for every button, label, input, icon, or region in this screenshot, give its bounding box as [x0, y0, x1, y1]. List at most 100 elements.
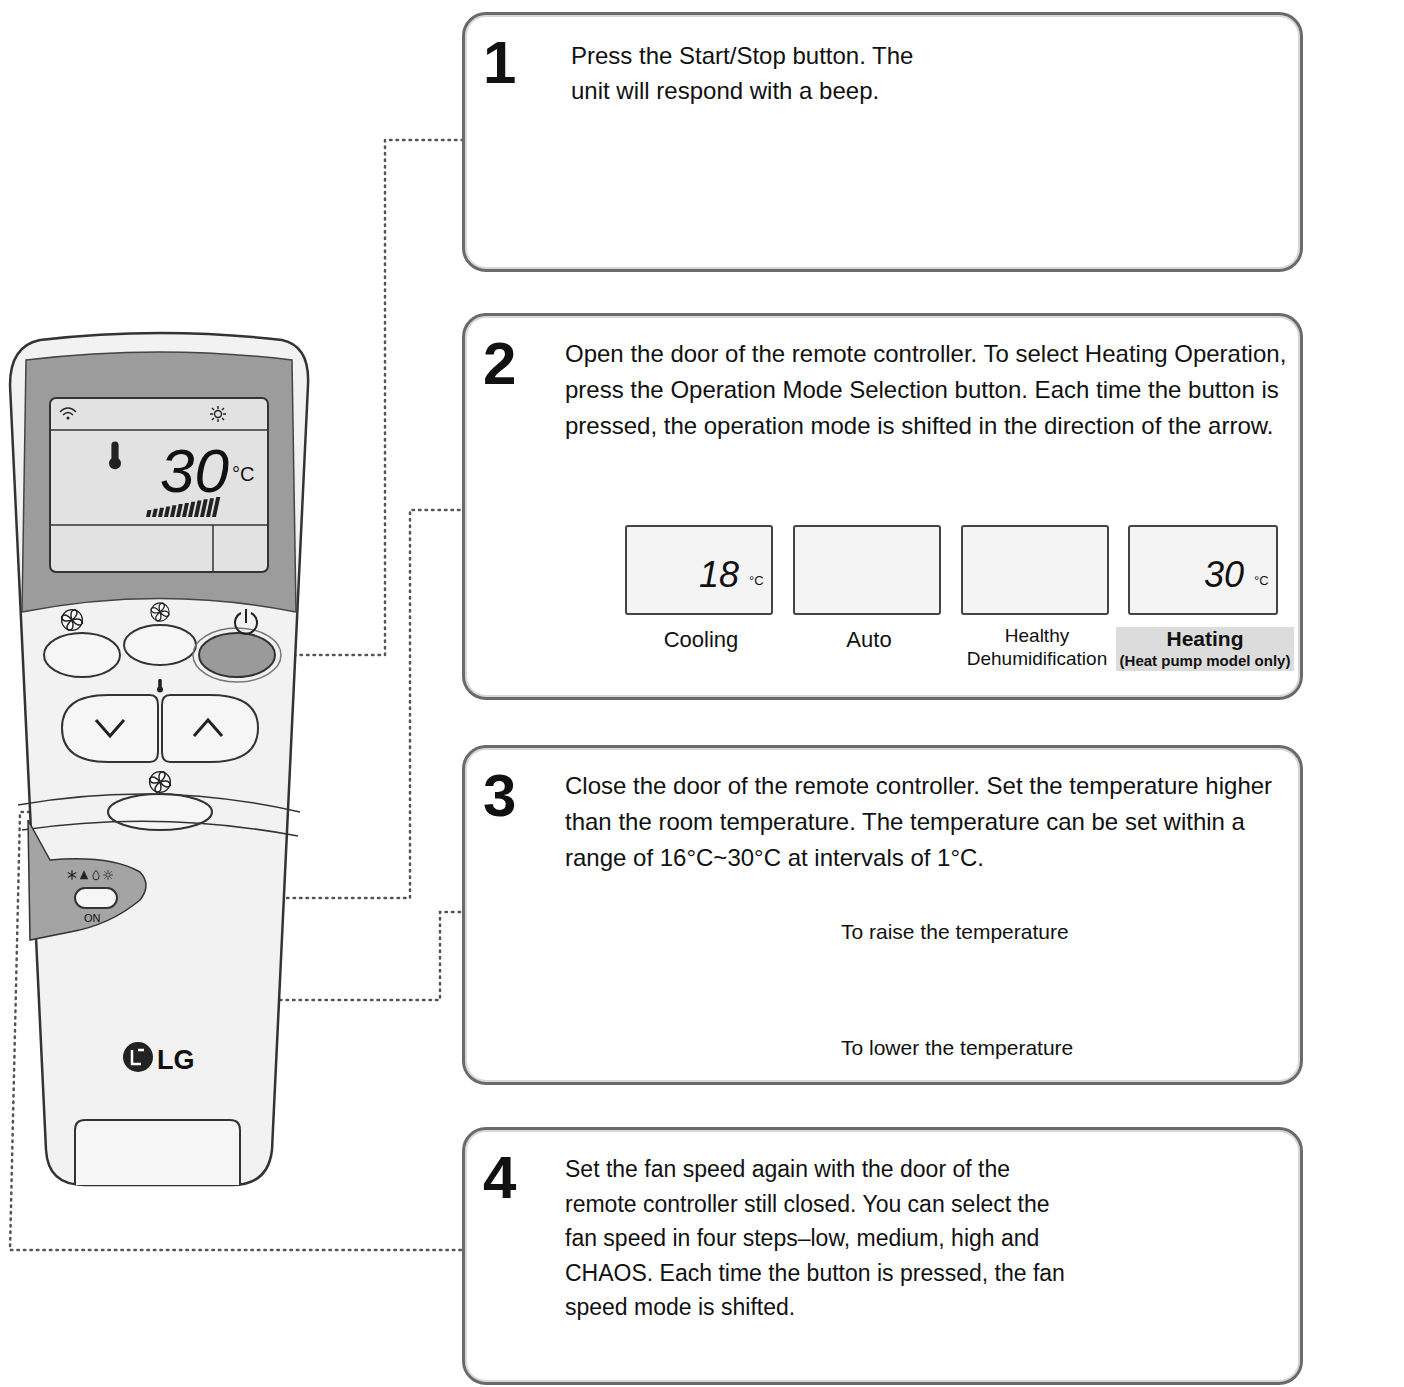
remote-controller	[50, 429, 268, 431]
lcd-screen-icon	[792, 541, 936, 542]
lcd-screen: Healthy Dehumidification	[961, 525, 1109, 615]
remote-controller	[164, 506, 170, 517]
node-text: °C	[1254, 574, 1269, 587]
lcd-screen-icon	[693, 599, 697, 604]
temperature-buttons	[732, 992, 737, 997]
lcd-screen-icon	[1028, 527, 1036, 540]
start-stop-button	[1128, 25, 1157, 57]
leader-line	[10, 140, 462, 1250]
mode-button	[499, 537, 587, 675]
lcd-screen-icon	[1226, 594, 1231, 604]
temperature-buttons	[772, 962, 777, 967]
temperature-buttons	[734, 996, 832, 1046]
remote-controller	[103, 870, 113, 880]
lcd-screen-icon	[1221, 595, 1226, 604]
node-text: Set the fan speed again with the door of…	[565, 1152, 1085, 1325]
lcd-screen-icon	[690, 527, 701, 540]
remote-controller	[132, 1050, 144, 1064]
node-text: Open the door of the remote controller. …	[565, 336, 1293, 444]
display-unit: °C	[232, 462, 254, 486]
node-text: (Heat pump model only)	[1116, 651, 1294, 671]
remote-controller	[151, 603, 169, 621]
lcd-screen-icon	[733, 592, 739, 604]
step-panel: 4Set the fan speed again with the door o…	[462, 1127, 1303, 1385]
step-panel: 3Close the door of the remote controller…	[462, 745, 1303, 1085]
remote-controller	[68, 870, 76, 880]
lcd-screen-icon	[1191, 600, 1195, 604]
node-text: 30	[1204, 557, 1244, 593]
fan-speed-button	[1154, 1146, 1183, 1175]
remote-controller	[96, 720, 124, 736]
remote-controller	[22, 352, 296, 612]
lcd-screen-icon	[1022, 601, 1026, 603]
lcd-screen-icon	[1127, 541, 1273, 542]
node-text: °C	[749, 574, 764, 587]
mode-button	[486, 493, 587, 675]
lcd-screen-icon	[1194, 527, 1207, 540]
remote-controller	[22, 821, 298, 836]
lcd-screen-icon	[624, 527, 1273, 604]
node-text: Healthy Dehumidification	[943, 625, 1131, 671]
lcd-screen-icon	[713, 595, 718, 604]
remote-controller	[235, 609, 257, 634]
remote-controller	[108, 794, 212, 830]
lcd-screen-icon	[698, 598, 702, 604]
node-text: Heating	[1116, 627, 1294, 651]
remote-controller	[170, 505, 176, 517]
display-temperature: 30	[160, 434, 229, 508]
remote-controller	[124, 625, 196, 665]
start-stop-button	[1056, 25, 1239, 237]
lcd-screen-icon	[1236, 592, 1242, 604]
step-number: 2	[483, 334, 516, 394]
lcd-screen-icon	[1216, 595, 1221, 604]
remote-controller	[212, 497, 220, 517]
remote-controller	[193, 628, 281, 682]
lcd-screen-icon	[1133, 528, 1146, 537]
lcd-screen-icon	[798, 528, 811, 537]
remote-controller	[210, 406, 226, 422]
remote-controller	[152, 509, 158, 517]
lcd-screen-icon	[1032, 596, 1036, 603]
lcd-screen-icon	[1201, 598, 1205, 604]
lcd-screen-icon	[845, 560, 855, 570]
button-label: ON	[84, 912, 101, 925]
lcd-screen: 18°CCooling	[625, 525, 773, 615]
lcd-screen-icon	[1027, 598, 1031, 603]
lcd-screen-icon	[960, 541, 1104, 542]
lcd-screen-icon	[828, 555, 836, 572]
lcd-screen-icon	[688, 600, 692, 604]
remote-controller	[194, 501, 201, 517]
remote-controller	[50, 524, 268, 526]
start-stop-button	[1094, 67, 1239, 237]
remote-controller	[60, 408, 76, 420]
lcd-screen-icon	[1196, 599, 1200, 604]
node-text: To lower the temperature	[841, 1037, 1073, 1058]
remote-controller	[199, 633, 275, 677]
remote-controller	[62, 610, 83, 631]
remote-controller	[50, 398, 268, 572]
mode-arrow	[603, 493, 1290, 579]
temperature-buttons	[774, 930, 832, 962]
remote-controller	[176, 504, 183, 517]
temperature-buttons	[668, 930, 895, 1046]
remote-controller	[75, 1120, 240, 1185]
mode-arrow	[1111, 578, 1127, 581]
node-text: Auto	[785, 627, 953, 653]
step-panel: 2 Open the door of the remote controller.…	[462, 313, 1303, 700]
node-text: To raise the temperature	[841, 921, 1069, 942]
lcd-screen-icon	[966, 528, 979, 537]
remote-controller	[44, 633, 120, 677]
lcd-screen-icon	[1211, 596, 1216, 604]
lcd-screen-icon	[728, 593, 733, 604]
remote-controller	[157, 679, 163, 693]
lcd-screen-icon	[708, 596, 713, 604]
remote-controller	[75, 888, 117, 908]
lcd-screen-icon	[1206, 597, 1210, 604]
temperature-buttons	[700, 975, 726, 988]
mode-button	[555, 493, 573, 511]
remote-controller	[28, 820, 146, 940]
remote-controller	[194, 720, 222, 736]
